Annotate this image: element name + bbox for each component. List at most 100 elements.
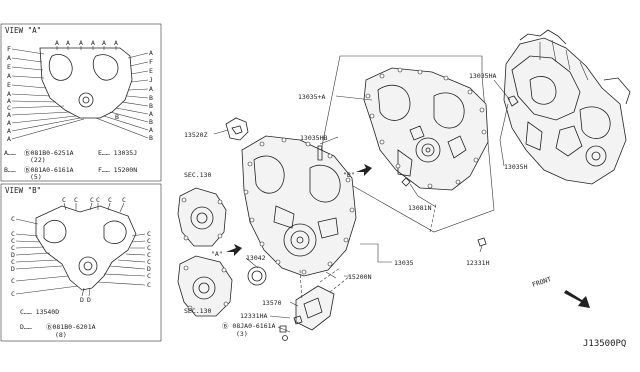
view-b-right-letter: C [147,237,151,245]
legend-d-part: Ⓑ081B0-6201A [46,323,96,331]
view-b-top-letters: C C C C C C [62,196,126,204]
view-b-panel: VIEW "B" C C C C C C C C C C D C D C C C… [0,183,162,342]
label-sec130-top: SEC.130 [184,171,211,179]
view-a-inner-letter: B [115,113,119,121]
view-b-left-letter: D [11,265,15,273]
view-b-top-letter: C [96,196,100,204]
view-a-top-letter: A [66,39,70,47]
view-b-left-letters: C C C C D C D C C [11,215,15,298]
view-b-right-letter: C [147,251,151,259]
label-view-a-marker: "A" [211,250,223,258]
view-a-right-letters: A F E J A B B A B A B [149,49,153,142]
view-a-title: VIEW "A" [5,26,41,35]
view-b-right-letter: C [147,281,151,289]
view-a-right-letter: J [149,76,153,84]
upper-timing-chain-case [363,67,489,191]
view-b-left-letter: C [11,230,15,238]
view-b-left-letter: C [11,290,15,298]
label-13520z: 13520Z [184,131,208,139]
view-b-left-letter: C [11,237,15,245]
view-a-top-letter: A [91,39,95,47]
view-a-left-letter: F [7,45,11,53]
legend-a-part: Ⓑ081B0-6251A [24,149,74,157]
oil-seal-13042 [247,266,267,286]
view-a-right-letter: A [149,49,153,57]
view-a-left-letter: A [7,135,11,143]
label-bolt: Ⓑ 08JA0-6161A [222,322,276,330]
view-b-right-letter: C [147,258,151,266]
view-b-legend: C…… 13540D D…… Ⓑ081B0-6201A (8) [20,308,96,339]
view-b-top-letter: C [62,196,66,204]
view-a-left-letter: A [7,90,11,98]
view-b-title: VIEW "B" [5,186,41,195]
view-a-right-letter: B [149,102,153,110]
legend-a-key: A…… [4,149,16,157]
label-12331ha: 12331HA [240,312,267,320]
view-b-top-letter: C [74,196,78,204]
view-a-right-letter: F [149,58,153,66]
view-a-cover-drawing: B [11,46,149,140]
view-b-left-letter: C [11,244,15,252]
label-view-b-marker: "B" [343,171,355,179]
view-b-cover-drawing [15,202,146,297]
view-a-top-letters: A A A A A A [55,39,118,47]
part-13570 [295,285,335,331]
view-a-right-letter: B [149,134,153,142]
view-a-left-letter: A [7,97,11,105]
view-a-left-letter: E [7,81,11,89]
view-a-left-letter: E [7,63,11,71]
view-b-right-letters: C C C C C D C C [147,230,151,289]
view-a-left-letter: A [7,54,11,62]
label-13081n: 13081N [408,204,432,212]
view-a-top-letter: A [114,39,118,47]
front-arrow-icon [564,290,590,308]
engine-block [503,29,631,185]
legend-a-qty: (22) [30,156,46,164]
view-a-left-letter: A [7,127,11,135]
view-a-right-letter: A [149,85,153,93]
view-a-left-letters: F A E A E A A C A A A A [7,45,11,143]
view-a-left-letter: A [7,119,11,127]
label-13035-a: 13035+A [298,93,325,101]
view-a-top-letter: A [55,39,59,47]
water-pump-upper [177,187,227,247]
legend-b-key: B…… [4,166,16,174]
view-a-right-letter: E [149,67,153,75]
view-b-left-letter: C [11,277,15,285]
view-b-right-letter: D [147,265,151,273]
view-a-top-letter: A [79,39,83,47]
view-b-right-letter: C [147,230,151,238]
label-15200n: 15200N [348,273,372,281]
small-parts [279,95,519,341]
view-b-top-letter: C [90,196,94,204]
view-b-right-letter: C [147,272,151,280]
legend-d-key: D…… [20,323,32,331]
view-a-panel: VIEW "A" A A A A A A F A E A E A A C A A… [0,23,162,182]
label-12331h: 12331H [466,259,490,267]
view-b-top-letter: C [122,196,126,204]
view-a-left-letter: A [7,111,11,119]
part-labels: 13035HA 13035+A 13035HB 13520Z SEC.130 1… [184,72,626,349]
label-front: FRONT [531,275,552,289]
label-13042: 13042 [246,254,266,262]
legend-b-part: Ⓑ081A0-6161A [24,166,74,174]
view-b-left-letter: D [11,251,15,259]
view-a-left-letter: C [7,104,11,112]
label-13035ha: 13035HA [469,72,496,80]
view-b-top-letter: C [108,196,112,204]
view-a-right-letter: B [149,94,153,102]
label-bolt-qty: (3) [236,330,248,338]
view-b-right-letter: C [147,244,151,252]
label-13035h: 13035H [504,163,528,171]
view-b-bottom-letter: D [87,296,91,304]
view-arrow-b [356,164,372,176]
view-a-right-letter: B [149,118,153,126]
front-cover [241,135,357,277]
view-a-left-letter: A [7,72,11,80]
label-13035: 13035 [394,259,414,267]
legend-f: F…… 15200N [98,166,137,174]
view-b-bottom-letter: D [80,296,84,304]
view-a-top-letter: A [102,39,106,47]
view-a-legend: A…… Ⓑ081B0-6251A (22) E…… 13035J B…… Ⓑ08… [4,149,137,181]
